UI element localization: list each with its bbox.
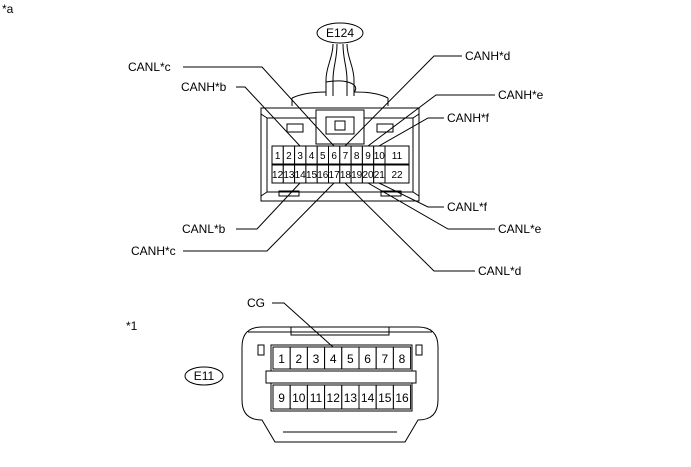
e124-pin-2: 2 xyxy=(286,151,292,162)
e11-pin-16: 16 xyxy=(395,391,409,405)
e11-pin-14: 14 xyxy=(361,391,375,405)
leader-canh-d xyxy=(344,55,462,147)
e124-pin-10: 10 xyxy=(374,151,386,162)
e11-top-key xyxy=(290,327,390,336)
label-canh-c: CANH*c xyxy=(131,244,176,258)
label-canl-d: CANL*d xyxy=(478,264,521,278)
e11-pin-12: 12 xyxy=(327,391,341,405)
e124-pin-8: 8 xyxy=(354,151,360,162)
connector-e11: 1 2 3 4 5 6 7 8 9 10 11 12 13 14 15 16 xyxy=(184,296,439,443)
leader-cg xyxy=(272,302,334,348)
figure-note-1: *1 xyxy=(126,319,138,333)
e11-pin-5: 5 xyxy=(347,352,354,366)
e124-pin-1: 1 xyxy=(275,151,281,162)
connector-e124: E124 xyxy=(128,22,544,278)
e11-right-key xyxy=(415,344,423,356)
e11-pin-1: 1 xyxy=(278,352,285,366)
e11-pin-cell xyxy=(392,346,412,370)
e124-pin-11: 11 xyxy=(392,151,403,162)
label-canl-f: CANL*f xyxy=(447,200,488,214)
e124-pin-19: 19 xyxy=(351,170,363,181)
e11-pin-10: 10 xyxy=(292,391,306,405)
e124-pin-17: 17 xyxy=(329,170,341,181)
e124-pin-14: 14 xyxy=(295,170,307,181)
e124-pin-9: 9 xyxy=(365,151,371,162)
e124-pin-18: 18 xyxy=(340,170,352,181)
e124-pin-15: 15 xyxy=(306,170,318,181)
e11-id-label: E11 xyxy=(194,369,215,383)
label-canh-f: CANH*f xyxy=(447,111,490,125)
e11-pin-row-1: 1 2 3 4 5 6 7 8 xyxy=(272,346,412,370)
leader-canh-b xyxy=(236,86,301,147)
leader-canl-f xyxy=(378,182,444,208)
e124-wire-harness xyxy=(291,43,389,106)
e124-pin-16: 16 xyxy=(317,170,329,181)
e11-pin-9: 9 xyxy=(278,391,285,405)
label-canl-b: CANL*b xyxy=(182,222,226,236)
e11-pin-4: 4 xyxy=(330,352,337,366)
e124-pin-cell xyxy=(384,164,410,184)
e11-pin-cell xyxy=(392,384,412,410)
e124-pin-3: 3 xyxy=(297,151,303,162)
e11-pin-7: 7 xyxy=(381,352,388,366)
figure-note-a: *a xyxy=(2,2,14,16)
e11-center-bar xyxy=(265,370,417,384)
leader-canh-e xyxy=(367,94,495,147)
leader-canl-e xyxy=(367,182,495,230)
e11-pin-3: 3 xyxy=(313,352,320,366)
e124-pin-22: 22 xyxy=(391,170,403,181)
e11-pin-row-2: 9 10 11 12 13 14 15 16 xyxy=(272,384,412,410)
label-canl-e: CANL*e xyxy=(498,222,542,236)
e11-pin-2: 2 xyxy=(295,352,302,366)
leader-canl-d xyxy=(344,182,475,272)
e124-pin-20: 20 xyxy=(362,170,374,181)
e11-pin-13: 13 xyxy=(344,391,358,405)
leader-canh-f xyxy=(378,117,444,147)
e124-pin-5: 5 xyxy=(320,151,326,162)
e124-leader-lines xyxy=(183,55,495,272)
e124-pin-cell xyxy=(384,145,410,165)
label-canh-d: CANH*d xyxy=(465,49,510,63)
e124-pin-13: 13 xyxy=(283,170,295,181)
label-canh-b: CANH*b xyxy=(181,80,227,94)
e11-pin-6: 6 xyxy=(364,352,371,366)
leader-canl-c xyxy=(183,66,335,147)
label-cg: CG xyxy=(247,296,265,310)
label-canl-c: CANL*c xyxy=(128,60,171,74)
leader-canh-c xyxy=(183,182,335,252)
e124-pin-21: 21 xyxy=(374,170,386,181)
e124-pin-4: 4 xyxy=(309,151,315,162)
e124-pin-row-1: 1 2 3 4 5 6 7 8 9 10 11 xyxy=(271,145,410,165)
leader-canl-b xyxy=(236,182,301,230)
e124-id-bubble xyxy=(316,22,364,44)
e11-left-key xyxy=(257,344,265,356)
e11-pin-15: 15 xyxy=(378,391,392,405)
e124-id-label: E124 xyxy=(326,26,354,40)
e11-id-bubble xyxy=(184,366,224,386)
e124-pin-7: 7 xyxy=(343,151,349,162)
label-canh-e: CANH*e xyxy=(498,88,544,102)
e124-pin-row-2: 12 13 14 15 16 17 18 19 20 21 22 xyxy=(271,164,410,184)
e11-pin-8: 8 xyxy=(399,352,406,366)
e124-pin-6: 6 xyxy=(331,151,337,162)
e11-pin-11: 11 xyxy=(310,391,323,405)
e124-pin-12: 12 xyxy=(272,170,284,181)
